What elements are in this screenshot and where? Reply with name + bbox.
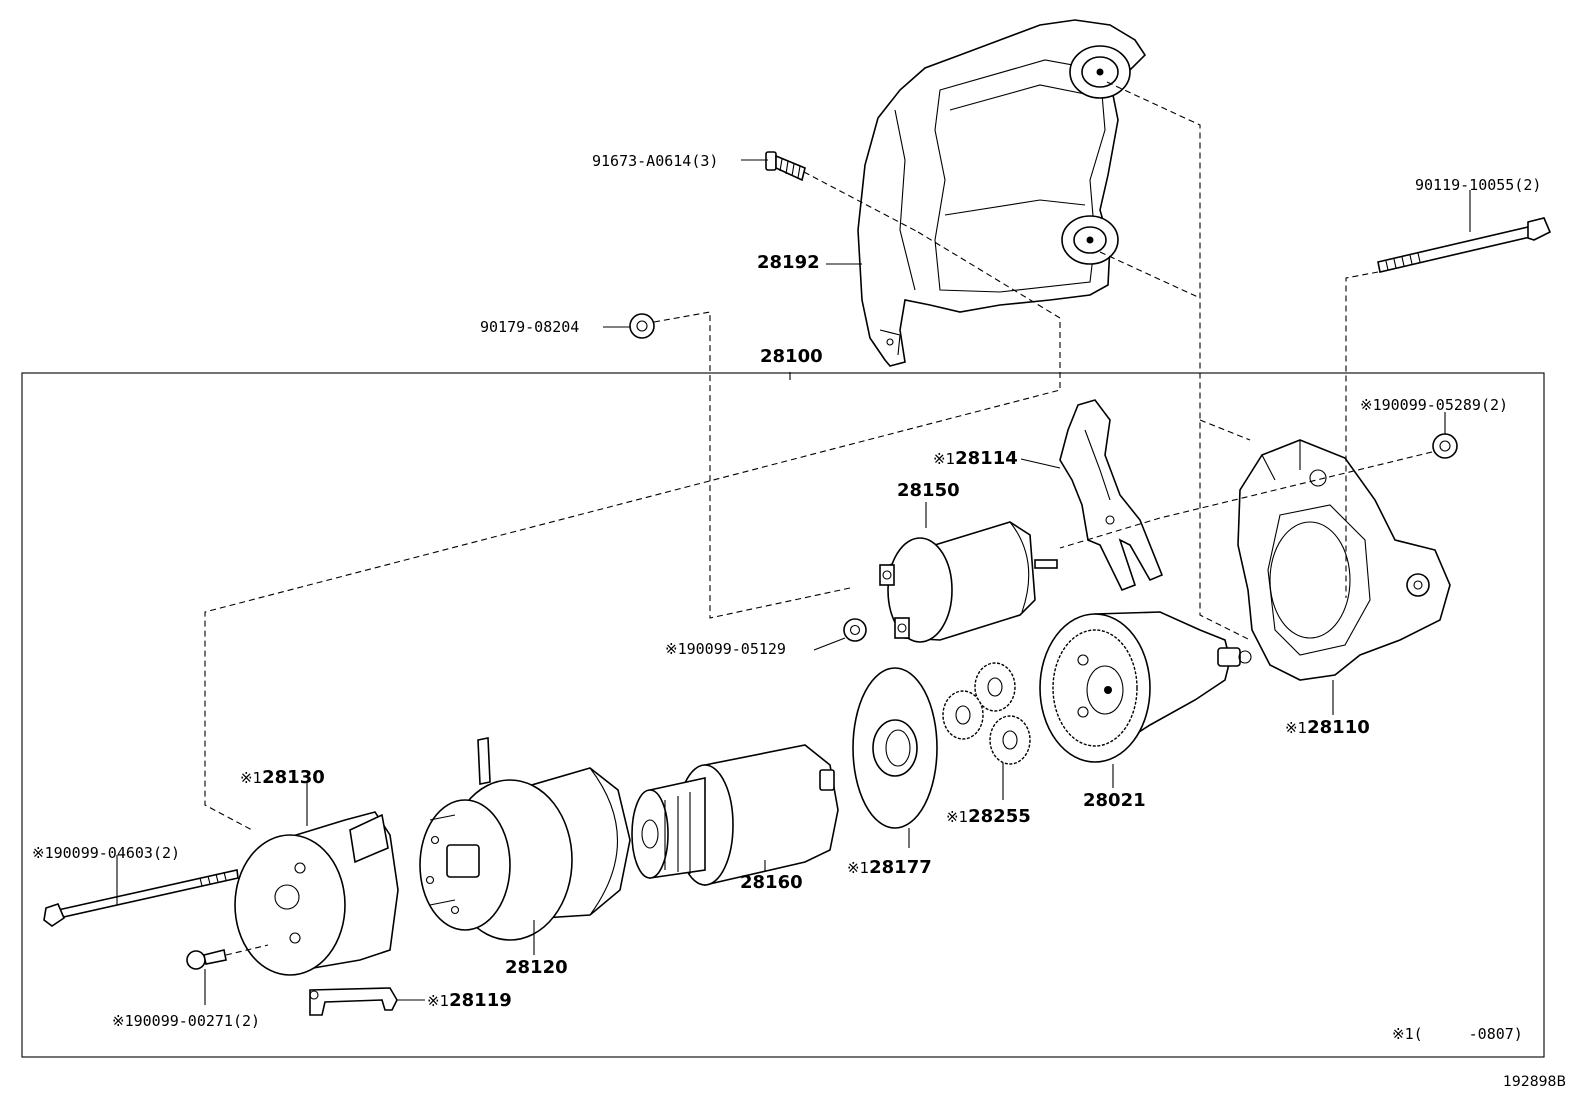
lead-wire-28119[interactable] bbox=[309, 987, 398, 1016]
nut-90099-05129[interactable] bbox=[843, 618, 867, 642]
bolt-90119-10055[interactable] bbox=[1377, 217, 1552, 273]
ref-mark: ※1 bbox=[1285, 719, 1308, 737]
clutch-assembly-28021[interactable] bbox=[1039, 611, 1252, 763]
label-90099-05129: ※190099-05129 bbox=[665, 640, 786, 658]
yoke-28120[interactable] bbox=[419, 737, 631, 941]
ref-mark: ※1 bbox=[933, 450, 956, 468]
armature-28160[interactable] bbox=[631, 744, 839, 887]
bolt-90099-04603[interactable] bbox=[43, 869, 239, 927]
ref-mark-open: ※1( bbox=[1392, 1025, 1423, 1043]
label-28021: 28021 bbox=[1083, 790, 1146, 811]
label-28114: ※128114 bbox=[933, 448, 1018, 469]
screw-90099-00271[interactable] bbox=[186, 949, 227, 970]
diagram-id: 192898B bbox=[1503, 1074, 1567, 1090]
ref-mark: ※1 bbox=[32, 844, 54, 862]
label-90099-05289: ※190099-05289(2) bbox=[1360, 396, 1509, 414]
leader-lines bbox=[116, 159, 1471, 1005]
ref-mark: ※1 bbox=[946, 808, 969, 826]
label-90119-10055: 90119-10055(2) bbox=[1415, 176, 1542, 194]
ref-mark: ※1 bbox=[665, 640, 687, 658]
assembly-boundary-28100 bbox=[21, 372, 1545, 1058]
planetary-gears-28255[interactable] bbox=[942, 662, 1031, 765]
nut-90099-05289[interactable] bbox=[1432, 433, 1458, 459]
label-28160: 28160 bbox=[740, 872, 803, 893]
magnetic-switch-28150[interactable] bbox=[879, 521, 1058, 643]
bolt-91673-a0614[interactable] bbox=[765, 151, 806, 182]
label-28192: 28192 bbox=[757, 252, 820, 273]
plate-28177[interactable] bbox=[852, 667, 938, 829]
label-28130: ※128130 bbox=[240, 767, 325, 788]
ref-mark: ※1 bbox=[1360, 396, 1382, 414]
alignment-lines bbox=[204, 81, 1433, 956]
label-28110: ※128110 bbox=[1285, 717, 1370, 738]
applicability-note: ※1(-0807) bbox=[1392, 1025, 1523, 1043]
label-28177: ※128177 bbox=[847, 857, 932, 878]
starter-housing-28110[interactable] bbox=[1237, 439, 1451, 681]
ref-mark: ※1 bbox=[847, 859, 870, 877]
label-91673-a0614: 91673-A0614(3) bbox=[592, 152, 719, 170]
label-28100: 28100 bbox=[760, 346, 823, 367]
nut-90179-08204[interactable] bbox=[629, 313, 655, 339]
ref-mark: ※1 bbox=[240, 769, 263, 787]
drive-lever-28114[interactable] bbox=[1059, 399, 1164, 592]
label-90099-00271: ※190099-00271(2) bbox=[112, 1012, 261, 1030]
label-28150: 28150 bbox=[897, 480, 960, 501]
heat-shield-28192[interactable] bbox=[857, 19, 1147, 367]
ref-mark: ※1 bbox=[427, 992, 450, 1010]
label-90179-08204: 90179-08204 bbox=[480, 318, 580, 336]
label-28255: ※128255 bbox=[946, 806, 1031, 827]
label-28119: ※128119 bbox=[427, 990, 512, 1011]
end-frame-28130[interactable] bbox=[234, 811, 399, 976]
label-90099-04603: ※190099-04603(2) bbox=[32, 844, 181, 862]
ref-mark: ※1 bbox=[112, 1012, 134, 1030]
label-28120: 28120 bbox=[505, 957, 568, 978]
